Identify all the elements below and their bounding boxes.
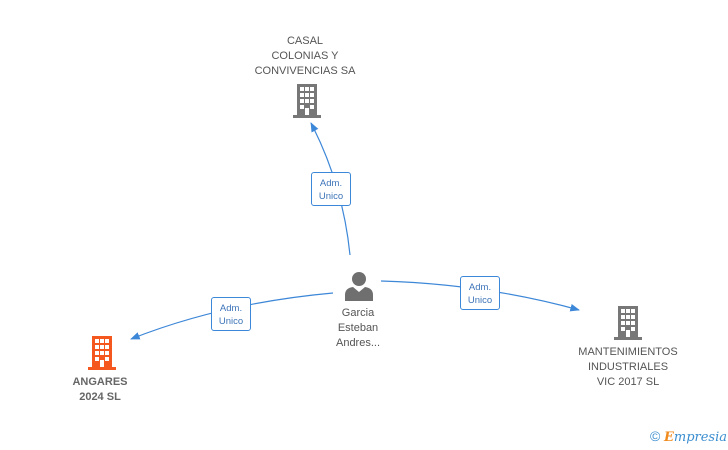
brand-name: mpresia [673, 430, 728, 445]
edge-label-line: Unico [318, 191, 344, 202]
label-line: CASAL [286, 35, 324, 47]
edge-label-mantenimientos: Adm. Unico [460, 276, 500, 310]
node-label-casal[interactable]: CASAL COLONIAS Y CONVIVENCIAS SA [235, 34, 375, 79]
building-icon[interactable] [86, 336, 118, 370]
edge-label-angares: Adm. Unico [211, 297, 251, 331]
label-line: 2024 SL [79, 391, 121, 403]
building-icon[interactable] [612, 306, 644, 340]
edge-label-line: Adm. [219, 303, 243, 314]
edge-label-line: Adm. [319, 178, 343, 189]
edge-label-line: Adm. [468, 282, 492, 293]
node-label-person[interactable]: Garcia Esteban Andres... [318, 306, 398, 351]
label-line: Andres... [335, 337, 381, 349]
edge-label-line: Unico [218, 316, 244, 327]
brand-logo: © Empresia [650, 428, 727, 445]
label-line: INDUSTRIALES [587, 361, 669, 373]
edge-label-casal: Adm. Unico [311, 172, 351, 206]
node-label-mantenimientos[interactable]: MANTENIMIENTOS INDUSTRIALES VIC 2017 SL [558, 345, 698, 390]
label-line: Garcia [341, 307, 375, 319]
building-icon[interactable] [291, 84, 323, 118]
label-line: CONVIVENCIAS SA [254, 65, 356, 77]
brand-first-letter: E [663, 430, 674, 445]
copyright-icon: © [650, 428, 661, 444]
label-line: ANGARES [72, 376, 128, 388]
edge-label-line: Unico [467, 295, 493, 306]
person-icon[interactable] [343, 270, 375, 301]
node-label-angares[interactable]: ANGARES 2024 SL [50, 375, 150, 405]
label-line: Esteban [337, 322, 379, 334]
label-line: MANTENIMIENTOS [578, 346, 678, 358]
label-line: VIC 2017 SL [596, 376, 660, 388]
label-line: COLONIAS Y [271, 50, 339, 62]
